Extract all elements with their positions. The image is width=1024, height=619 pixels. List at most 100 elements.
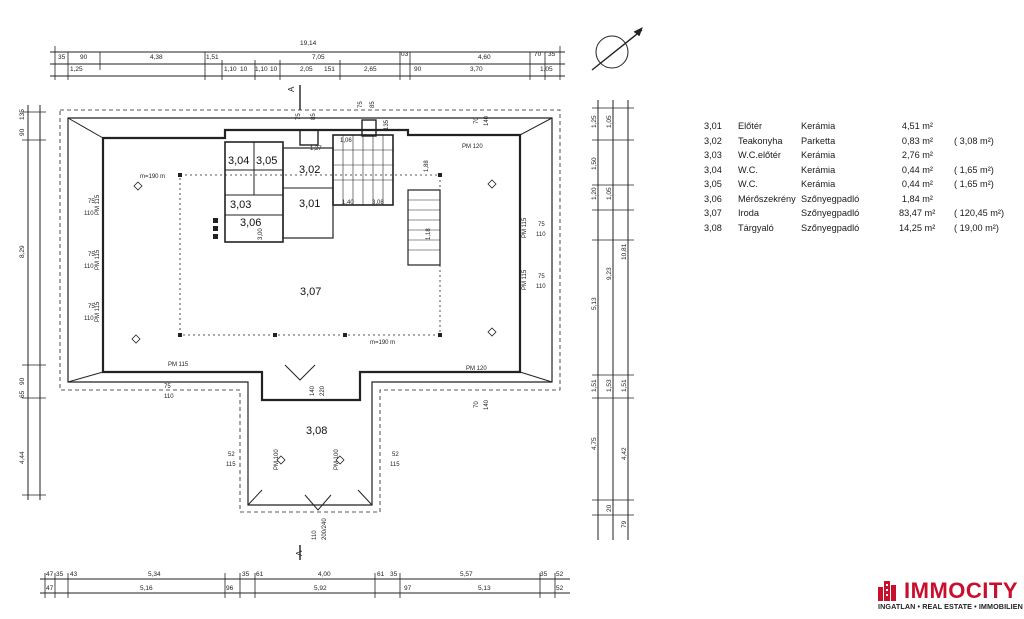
dim-bot2-3: 5,92: [314, 585, 327, 592]
dim-top2-6: 151: [324, 66, 335, 73]
dim-bot1-3: 5,34: [148, 571, 161, 578]
note-32: 200/240: [322, 518, 328, 540]
dim-left-0: 90: [19, 128, 26, 136]
note-3: 75: [88, 252, 95, 258]
room-material: Kerámia: [801, 164, 836, 175]
note-36: 75: [358, 101, 364, 108]
dim-bot1-7: 61: [377, 571, 385, 578]
note-5: PM 115: [95, 249, 101, 270]
dim-right-outer-0: 1,25: [591, 115, 598, 128]
dim-bot1-6: 4,00: [318, 571, 331, 578]
dim-top2-5: 2,05: [300, 66, 313, 73]
dim-bot2-6: 52: [556, 585, 564, 592]
room-material: Parketta: [801, 135, 836, 146]
dim-left-1: 135: [19, 109, 26, 120]
note-0: 75: [88, 199, 95, 205]
dimension-texts: 19,14 35 90 4,38 1,51 7,05 03 4,60 70 35…: [19, 40, 628, 592]
note-43: m=190 m: [370, 340, 395, 346]
dim-top2-0: 1,25: [70, 66, 83, 73]
note-11: 75: [538, 222, 545, 228]
dim-right-inner-5: 1,51: [591, 379, 598, 392]
note-16: PM 115: [522, 269, 528, 290]
room-total: ( 1,65 m²): [954, 164, 994, 175]
note-40: 1,88: [424, 160, 430, 172]
note-21: PM 100: [334, 449, 340, 470]
dim-top2-7: 2,65: [364, 66, 377, 73]
room-material: Kerámia: [801, 179, 836, 189]
immocity-logo: IMMOCITY INGATLAN • REAL ESTATE • IMMOBI…: [878, 578, 1023, 614]
room-area: 4,51 m²: [901, 121, 933, 131]
building-logo-icon: [878, 581, 896, 601]
note-31: 220: [320, 385, 326, 396]
dim-top1-4: 7,05: [312, 54, 325, 61]
dim-top1-1: 90: [80, 54, 88, 61]
room-total: ( 19,00 m²): [954, 222, 999, 233]
note-13: PM 115: [522, 217, 528, 238]
dim-right-outer-1: 1,05: [606, 115, 613, 128]
room-area: 1,84 m²: [901, 193, 933, 204]
dim-bot1-2: 43: [70, 571, 78, 578]
room-area: 0,83 m²: [901, 135, 933, 146]
dim-left-2: 8,29: [19, 245, 26, 258]
room-label-306: 3,06: [240, 217, 261, 229]
dim-bot2-5: 5,13: [478, 585, 491, 592]
dim-bot2-1: 5,16: [140, 585, 153, 592]
dim-top1-8: 35: [548, 51, 556, 58]
note-9: PM 120: [462, 144, 483, 150]
dim-left-3: 90: [19, 377, 26, 385]
note-22: 52: [228, 452, 235, 458]
note-46: 1,40: [342, 200, 354, 206]
dim-bot2-0: 47: [46, 585, 54, 592]
note-25: 115: [390, 462, 400, 468]
dim-right-inner-1: 1,20: [591, 187, 598, 200]
room-number: 3,08: [704, 222, 722, 233]
room-label-308: 3,08: [306, 425, 327, 437]
dim-bot1-4: 35: [242, 571, 250, 578]
room-number: 3,05: [704, 179, 722, 189]
note-7: 110: [84, 316, 94, 322]
room-area: 14,25 m²: [899, 222, 936, 233]
note-10: PM 120: [466, 366, 487, 372]
dim-top2-1: 1,10: [224, 66, 237, 73]
room-name: W.C.: [738, 179, 758, 189]
logo-tagline: INGATLAN • REAL ESTATE • IMMOBILIEN: [878, 602, 1023, 611]
room-total: ( 120,45 m²): [954, 208, 1005, 218]
note-17: 75: [164, 384, 171, 390]
dim-right-outer-4: 20: [606, 504, 613, 512]
dim-right-outer-2: 10,81: [621, 243, 628, 260]
room-material: Szőnyegpadló: [801, 193, 860, 204]
note-24: 52: [392, 452, 399, 458]
dim-right-outer-5: 79: [621, 520, 628, 528]
room-label-304: 3,04: [228, 155, 249, 167]
room-label-302: 3,02: [299, 164, 320, 176]
room-label-307: 3,07: [300, 286, 321, 298]
note-1: 110: [84, 211, 94, 217]
note-44: 1,18: [426, 228, 432, 240]
dim-right-outer-3: 4,42: [621, 447, 628, 460]
dim-right-inner-8: 4,75: [591, 437, 598, 450]
note-6: 75: [88, 304, 95, 310]
room-material: Kerámia: [801, 150, 836, 160]
room-number: 3,02: [704, 135, 722, 146]
dim-top1-5: 03: [401, 51, 409, 58]
dim-left-4: 65: [19, 390, 26, 398]
dim-bot1-11: 52: [556, 571, 564, 578]
window-notes: 75 110 PM 115 75 110 PM 115 75 110 PM 11…: [84, 101, 546, 540]
note-35: 85: [311, 113, 317, 120]
dim-top1-0: 35: [58, 54, 66, 61]
dim-top2-4: 10: [270, 66, 278, 73]
logo-name: IMMOCITY: [904, 578, 1018, 603]
note-2: PM 115: [95, 194, 101, 215]
note-42: m=190 m: [140, 174, 165, 180]
note-39: 1,27: [310, 146, 322, 152]
room-total: ( 1,65 m²): [954, 179, 994, 189]
note-26: 70: [474, 401, 480, 408]
dim-bot2-4: 97: [404, 585, 412, 592]
dim-bot2-2: 96: [226, 585, 234, 592]
note-30: 140: [310, 385, 316, 396]
room-number: 3,06: [704, 193, 722, 204]
room-label-301: 3,01: [299, 198, 320, 210]
note-33: 110: [312, 530, 318, 540]
room-material: Szőnyegpadló: [801, 208, 860, 218]
